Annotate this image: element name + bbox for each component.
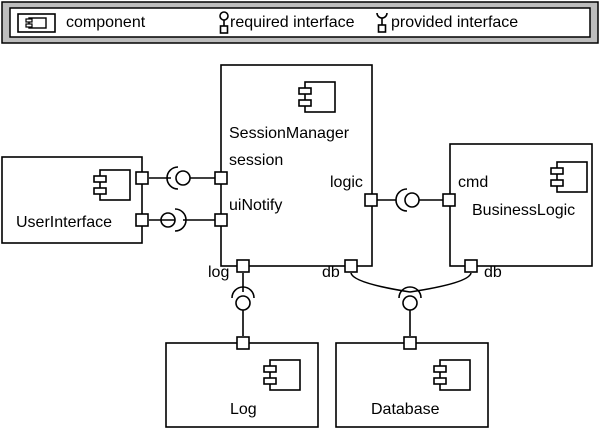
port-ui-ui-notify — [135, 213, 149, 227]
port-log — [236, 259, 250, 273]
provided-interface-icon — [376, 12, 388, 33]
component-icon — [550, 161, 588, 193]
component-log: Log — [165, 342, 319, 428]
user-interface-label: UserInterface — [16, 214, 112, 231]
port-label-log: log — [208, 264, 229, 281]
port-label-session: session — [229, 152, 283, 169]
component-icon — [93, 169, 131, 201]
required-interface-icon — [219, 11, 229, 34]
port-label-ui-notify: uiNotify — [229, 197, 282, 214]
port-label-db-session: db — [322, 264, 340, 281]
port-logic — [364, 193, 378, 207]
port-ui-notify — [214, 213, 228, 227]
port-db-session — [344, 259, 358, 273]
component-icon — [263, 359, 301, 391]
port-session — [214, 171, 228, 185]
ports — [135, 171, 478, 350]
session-manager-label: SessionManager — [229, 125, 350, 142]
port-database-component — [403, 336, 417, 350]
legend-component-icon — [17, 13, 56, 33]
port-label-db-logic: db — [484, 264, 502, 281]
port-ui-session — [135, 171, 149, 185]
legend: component required interface provided in… — [1, 1, 599, 44]
log-label: Log — [230, 401, 257, 418]
component-user-interface: UserInterface — [1, 156, 143, 244]
component-business-logic: cmd BusinessLogic — [449, 143, 593, 267]
component-icon — [433, 359, 471, 391]
business-logic-label: BusinessLogic — [472, 202, 575, 219]
component-session-manager: SessionManager session uiNotify logic — [220, 64, 373, 267]
legend-required-interface-label: required interface — [230, 14, 355, 31]
legend-provided-interface-label: provided interface — [391, 14, 518, 31]
component-database: Database — [335, 342, 489, 428]
port-label-cmd: cmd — [458, 174, 488, 191]
port-log-component — [236, 336, 250, 350]
connectors — [149, 166, 472, 336]
legend-component-label: component — [66, 14, 146, 31]
port-cmd — [442, 193, 456, 207]
component-icon — [298, 81, 336, 113]
port-db-logic — [464, 259, 478, 273]
database-label: Database — [371, 401, 440, 418]
port-label-logic: logic — [330, 174, 363, 191]
